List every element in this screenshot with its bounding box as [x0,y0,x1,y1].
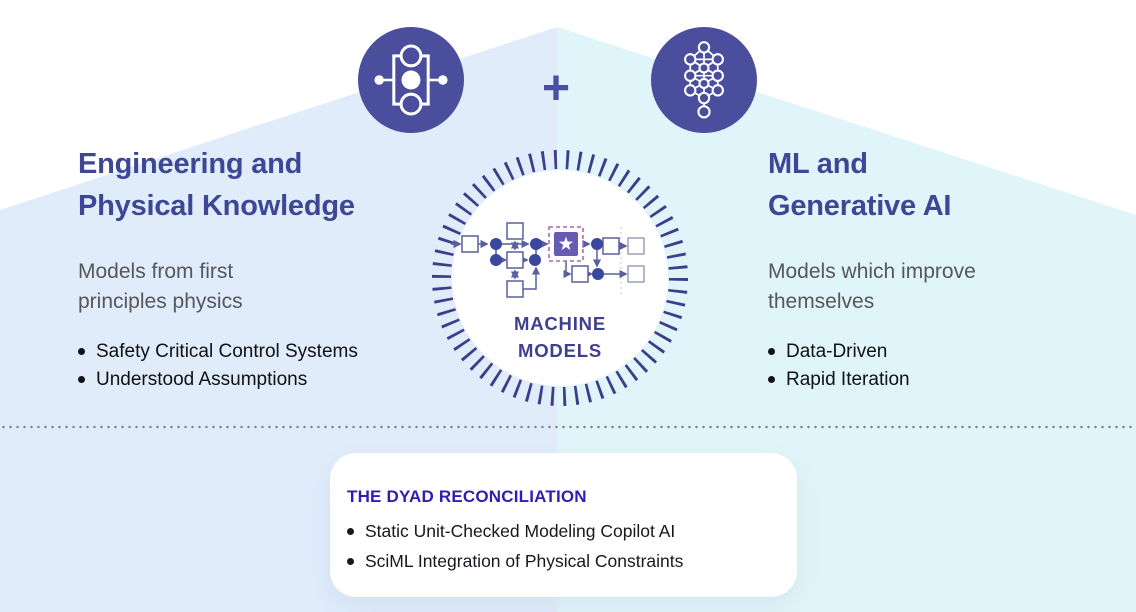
badge-inner-circle [452,170,668,386]
engineering-panel-subtitle: Models from first principles physics [78,260,243,313]
bullet-dot-icon [768,375,775,383]
bullet-text: Understood Assumptions [96,368,308,390]
list-item: Rapid Iteration [768,366,1136,394]
bullet-text: Safety Critical Control Systems [96,341,358,362]
star-icon [558,236,574,251]
ml-panel-subtitle: Models which improve themselves [768,260,976,313]
engineering-panel: Engineering and Physical Knowledge Model… [78,143,498,393]
ml-panel-title: ML and Generative AI [768,148,952,222]
card-title: THE DYAD RECONCILIATION [347,487,587,506]
list-item: Data-Driven [768,338,1136,366]
list-item: SciML Integration of Physical Constraint… [347,547,777,577]
bullet-text: Rapid Iteration [786,368,910,390]
bullet-text: Static Unit-Checked Modeling Copilot AI [365,521,676,541]
engineering-icon-circle [358,27,464,133]
bullet-text: SciML Integration of Physical Constraint… [365,550,684,571]
list-item: Static Unit-Checked Modeling Copilot AI [347,517,777,547]
bullet-text: Data-Driven [786,341,888,362]
card-bullet-list: Static Unit-Checked Modeling Copilot AI … [347,517,777,576]
ml-bullet-list: Data-Driven Rapid Iteration [768,338,1136,393]
bullet-dot-icon [768,348,775,356]
plus-sign: + [541,61,571,115]
list-item: Understood Assumptions [78,366,498,394]
ml-panel: ML and Generative AI Models which improv… [768,143,1136,393]
badge-graphic [432,150,688,406]
block-diagram-icon [374,44,448,116]
ml-icon-circle [651,27,757,133]
engineering-bullet-list: Safety Critical Control Systems Understo… [78,338,498,393]
dyad-reconciliation-card: THE DYAD RECONCILIATION Static Unit-Chec… [330,453,797,597]
flowchart-graphic [451,222,645,298]
machine-models-badge: MACHINE MODELS [425,143,695,413]
bullet-dot-icon [347,528,354,536]
tick-ring-icon [432,150,688,406]
list-item: Safety Critical Control Systems [78,338,498,366]
bullet-dot-icon [78,375,85,383]
dotted-divider-line [0,425,1136,429]
bullet-dot-icon [78,348,85,356]
bullet-dot-icon [347,557,354,565]
dashed-highlight-box [548,226,584,262]
tree-network-icon [684,41,724,119]
engineering-panel-title: Engineering and Physical Knowledge [78,148,355,222]
machine-models-label: MACHINE MODELS [514,313,606,361]
